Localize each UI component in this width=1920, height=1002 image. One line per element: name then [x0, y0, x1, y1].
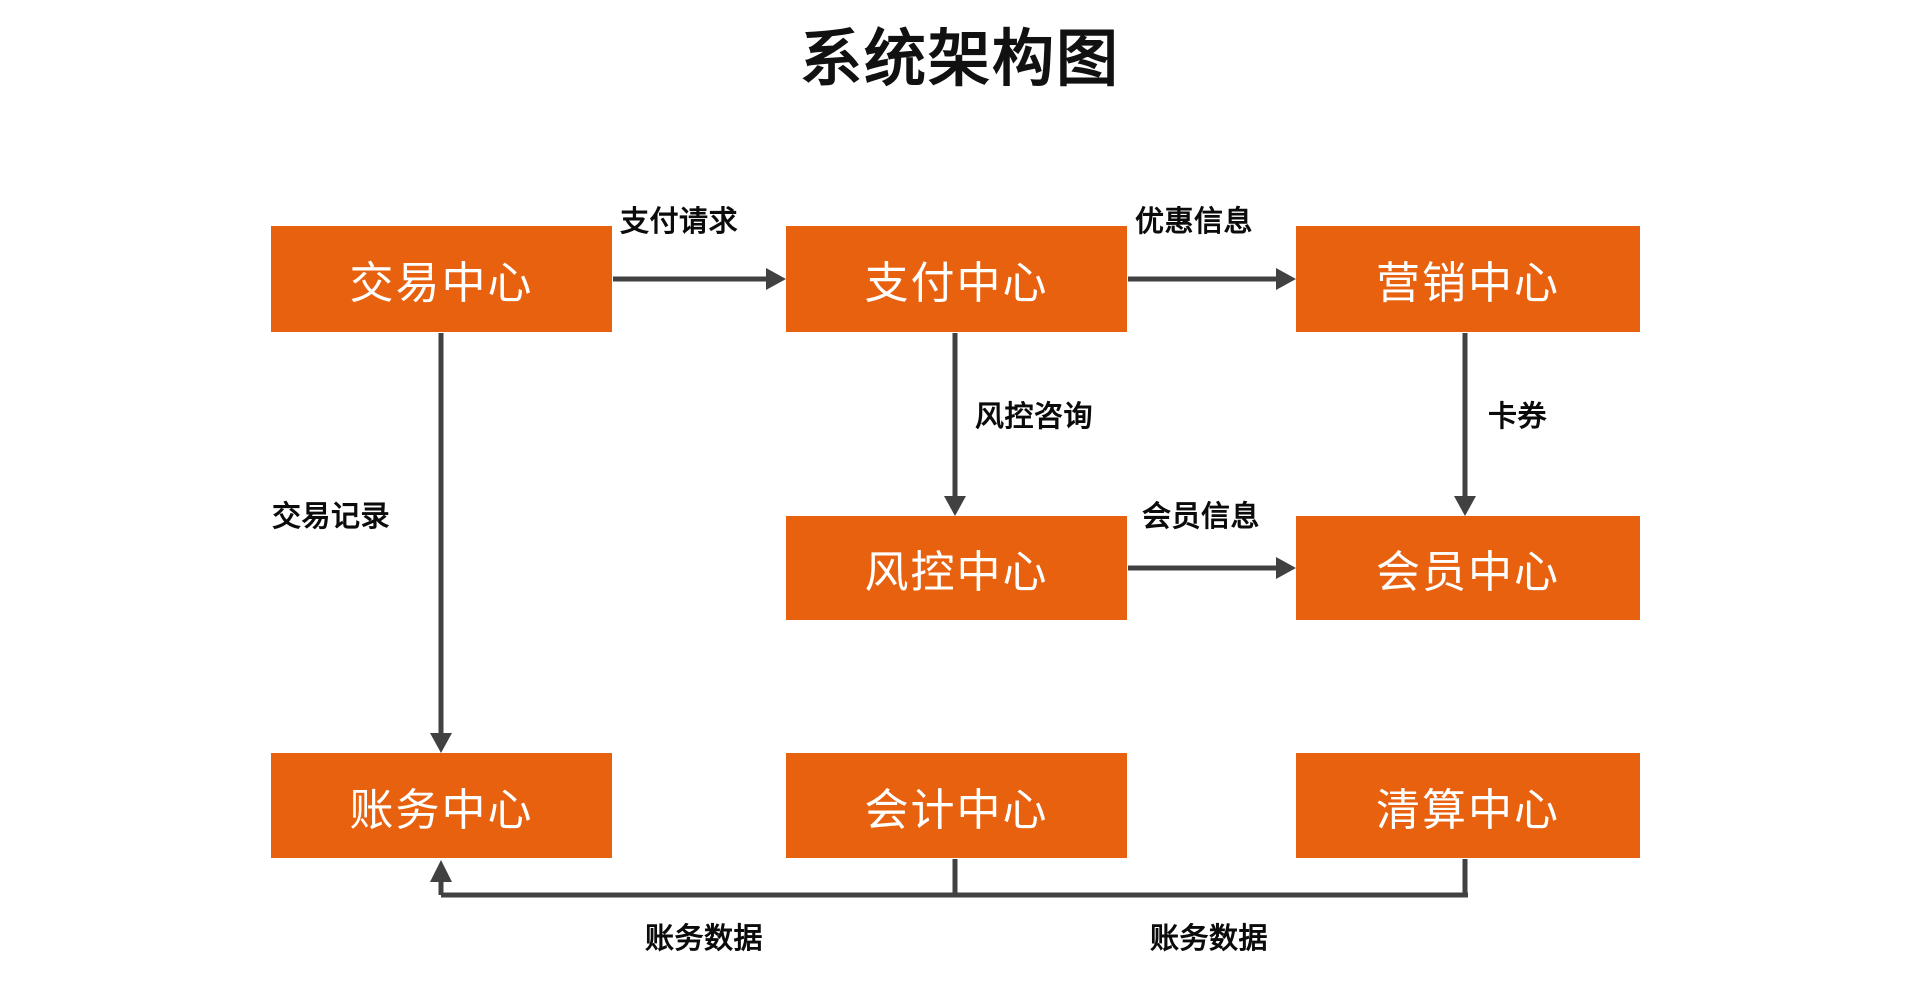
- edge-bottom-bus: [430, 859, 1468, 898]
- edge-label-payment-to-marketing: 优惠信息: [1135, 206, 1254, 238]
- edge-label-trade-to-accounting-ops: 交易记录: [272, 501, 391, 533]
- node-riskctrl[interactable]: 风控中心: [786, 516, 1127, 620]
- node-label: 营销中心: [1376, 259, 1560, 308]
- edge-label-payment-to-riskctrl: 风控咨询: [975, 401, 1094, 433]
- node-label: 风控中心: [864, 548, 1049, 597]
- node-marketing[interactable]: 营销中心: [1296, 226, 1640, 332]
- page-title: 系统架构图: [799, 25, 1120, 94]
- edge-marketing-to-member: [1454, 333, 1476, 516]
- edge-payment-to-riskctrl: [944, 333, 966, 516]
- node-label: 会员中心: [1376, 548, 1560, 597]
- edge-trade-to-accounting-ops: [430, 333, 452, 753]
- edge-label-trade-to-payment: 支付请求: [620, 206, 739, 238]
- edge-trade-to-payment: [613, 268, 786, 290]
- node-accounting-ops[interactable]: 账务中心: [271, 753, 612, 858]
- node-payment[interactable]: 支付中心: [786, 226, 1127, 332]
- node-member[interactable]: 会员中心: [1296, 516, 1640, 620]
- node-label: 支付中心: [864, 259, 1049, 308]
- node-label: 会计中心: [864, 785, 1049, 835]
- node-label: 交易中心: [349, 259, 534, 308]
- edge-payment-to-marketing: [1128, 268, 1296, 290]
- node-trade[interactable]: 交易中心: [271, 226, 612, 332]
- edge-label-accounting-to-accounting-ops: 账务数据: [645, 923, 764, 955]
- edge-riskctrl-to-member: [1128, 557, 1296, 579]
- node-label: 清算中心: [1376, 785, 1560, 835]
- edge-label-marketing-to-member: 卡券: [1488, 401, 1548, 433]
- edge-label-riskctrl-to-member: 会员信息: [1142, 501, 1261, 533]
- edge-label-settlement-to-accounting-ops: 账务数据: [1150, 923, 1269, 955]
- node-settlement[interactable]: 清算中心: [1296, 753, 1640, 858]
- node-accounting[interactable]: 会计中心: [786, 753, 1127, 858]
- node-label: 账务中心: [349, 785, 534, 835]
